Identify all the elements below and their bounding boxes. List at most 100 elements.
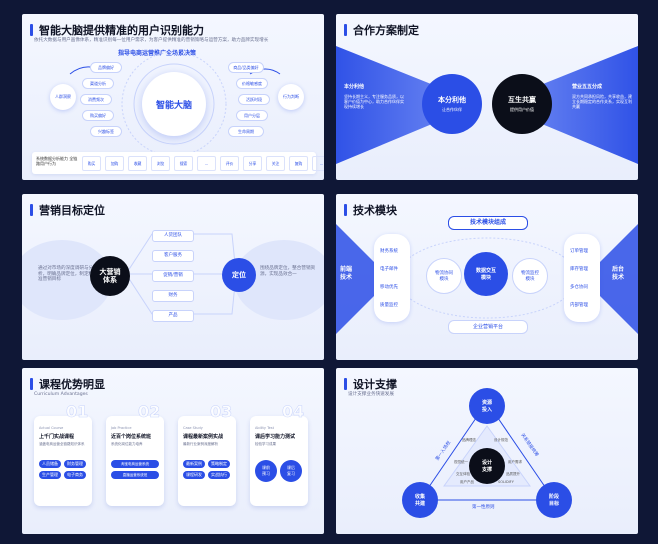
fan-shapes <box>336 46 638 164</box>
card-desc: 涵盖电商运营全链路知识体系 <box>39 442 85 446</box>
card-tag: 最新案例 <box>183 460 205 468</box>
edge-bottom-label: 第一性原则 <box>472 505 495 510</box>
title-text: 课程优势明显 <box>39 378 105 391</box>
right-pill: 商品/品类偏好 <box>228 62 264 73</box>
card-en: Case Study <box>183 426 203 430</box>
chip: 收藏 <box>128 156 147 171</box>
heading: 指导电商运营推广全场景决策 <box>118 50 197 57</box>
chip: 浏览 <box>151 156 170 171</box>
card-tag: 直播运营系统班 <box>111 471 159 479</box>
target-item: 促销/营销 <box>152 270 194 282</box>
right-text: 双方共同承担风险，共享收益，建立长期稳定的合作关系，实现互利共赢 <box>572 94 632 110</box>
card-number: 02 <box>138 402 161 422</box>
connector-lines <box>22 233 324 320</box>
chip: 评价 <box>220 156 239 171</box>
left-node: 收集 共建 <box>402 482 438 518</box>
panel-cooperation: 合作方案制定 本分利他 让合作伙伴 互生共赢 提供用户价值 本分利他 坚持长期主… <box>336 14 638 180</box>
panel-title: 合作方案制定 <box>344 22 419 38</box>
inner-label: 交互体验 <box>456 472 470 476</box>
right-pill: 价格敏感度 <box>236 78 268 89</box>
title-text: 技术模块 <box>353 204 397 217</box>
left-node: 人群洞察 <box>50 84 76 110</box>
title-text: 营销目标定位 <box>39 204 105 217</box>
card-tag: 策略制定 <box>208 460 230 468</box>
course-card: 03 Case Study 课程最新案例实战 最新行业案例深度解析 最新案例 策… <box>178 402 236 506</box>
panel-tech-modules: 技术模块 技术模块组成 前端 技术 后台 技术 财务系统 电子邮件 移动优先 质… <box>336 194 638 360</box>
left-item: 移动优先 <box>380 285 398 290</box>
chip: 复购 <box>289 156 308 171</box>
left-item: 质量监控 <box>380 303 398 308</box>
bottom-strip: 系统数据分析能力 全链路用户行为 购买 加购 收藏 浏览 搜索 … 评价 分享 … <box>32 152 324 174</box>
panel-title: 营销目标定位 <box>30 202 105 218</box>
card-title: 课程最新案例实战 <box>183 434 224 440</box>
left-circle: 本分利他 让合作伙伴 <box>422 74 482 134</box>
panel-title: 智能大脑提供精准的用户识别能力 <box>30 22 204 38</box>
left-text: 通过对市场的深度调研与分析，明确品牌定位，制定精准营销目标 <box>38 266 94 283</box>
card-en: Ability Test <box>255 426 274 430</box>
card-tag: 实战执行 <box>208 471 230 479</box>
right-circle: 互生共赢 提供用户价值 <box>492 74 552 134</box>
title-bar <box>344 204 347 216</box>
position-node: 定位 <box>222 258 256 292</box>
panel-user-recognition: 智能大脑提供精准的用户识别能力 依托大数据与用户画像体系，精准识别每一位用户需求… <box>22 14 324 180</box>
center-node: 大营销 体系 <box>90 256 130 296</box>
title-bar <box>30 204 33 216</box>
bottom-platform: 企业营销平台 <box>448 320 528 334</box>
target-item: 财务 <box>152 290 194 302</box>
card-number: 01 <box>66 402 89 422</box>
title-text: 合作方案制定 <box>353 24 419 37</box>
right-item: 内部管理 <box>570 303 588 308</box>
inner-label: SOLIDIFY <box>498 480 514 484</box>
card-number: 04 <box>282 402 305 422</box>
left-item: 财务系统 <box>380 249 398 254</box>
center-node: 设计 支撑 <box>469 448 505 484</box>
left-circle-title: 本分利他 <box>438 96 466 104</box>
inner-label: 用户需求 <box>508 460 522 464</box>
left-side-label: 前端 技术 <box>340 266 353 281</box>
right-item: 库存管理 <box>570 267 588 272</box>
left-pill: 购买偏好 <box>82 110 114 121</box>
left-node-label: 人群洞察 <box>55 94 71 99</box>
bottom-label: 系统数据分析能力 全链路用户行为 <box>36 156 78 166</box>
course-card: 04 Ability Test 课后学习能力测试 检验学习成果 课前 预习 课后… <box>250 402 308 506</box>
left-item: 电子邮件 <box>380 267 398 272</box>
chip: 关注 <box>266 156 285 171</box>
inner-label: 品牌理念 <box>462 438 476 442</box>
subtitle: 设计支撑业务快速发展 <box>348 392 394 397</box>
title-bar <box>30 378 33 390</box>
target-item: 人货团队 <box>152 230 194 242</box>
title-text: 设计支撑 <box>353 378 397 391</box>
panel-title: 课程优势明显 <box>30 376 105 392</box>
card-title: 上千门实战课程 <box>39 434 75 440</box>
chip: 分享 <box>243 156 262 171</box>
right-text: 围绕品牌定位，整合营销资源，实现品效合一 <box>260 266 316 277</box>
left-pill: 渠道分析 <box>82 78 114 89</box>
title-text: 智能大脑提供精准的用户识别能力 <box>39 24 204 37</box>
card-tag: 人员储备 <box>39 460 61 468</box>
left-circle-sub: 让合作伙伴 <box>442 107 462 112</box>
card-tag: 淘宝电商运营系统 <box>111 460 159 468</box>
course-card: 01 Actual Course 上千门实战课程 涵盖电商运营全链路知识体系 人… <box>34 402 92 506</box>
left-pill: 兴趣标签 <box>90 126 122 137</box>
right-circle-sub: 提供用户价值 <box>510 107 534 112</box>
right-circle-title: 互生共赢 <box>508 96 536 104</box>
panel-design-support: 设计支撑 设计支撑业务快速发展 资源 投入 收集 共建 阶段 目标 设计 支撑 … <box>336 368 638 534</box>
subtitle: Curriculum Advantages <box>34 392 88 397</box>
course-card: 02 Job Practice 近百个岗位系统班 系统化岗位能力培养 淘宝电商运… <box>106 402 164 506</box>
chip: 加购 <box>105 156 124 171</box>
card-desc: 最新行业案例深度解析 <box>183 442 218 446</box>
title-bar <box>30 24 33 36</box>
right-text-title: 营业五五分成 <box>572 84 603 90</box>
right-side-label: 后台 技术 <box>612 266 625 281</box>
top-node: 资源 投入 <box>469 388 505 424</box>
card-tag: 财务管理 <box>64 460 86 468</box>
left-stack: 财务系统 电子邮件 移动优先 质量监控 <box>374 234 410 322</box>
card-en: Actual Course <box>39 426 64 430</box>
card-title: 近百个岗位系统班 <box>111 434 152 440</box>
target-item: 产品 <box>152 310 194 322</box>
center-module: 数据交互 模块 <box>464 252 508 296</box>
card-tag: 课程研发 <box>183 471 205 479</box>
right-item: 订单管理 <box>570 249 588 254</box>
card-title: 课后学习能力测试 <box>255 434 296 440</box>
left-module: 物流协同 模块 <box>426 258 462 294</box>
